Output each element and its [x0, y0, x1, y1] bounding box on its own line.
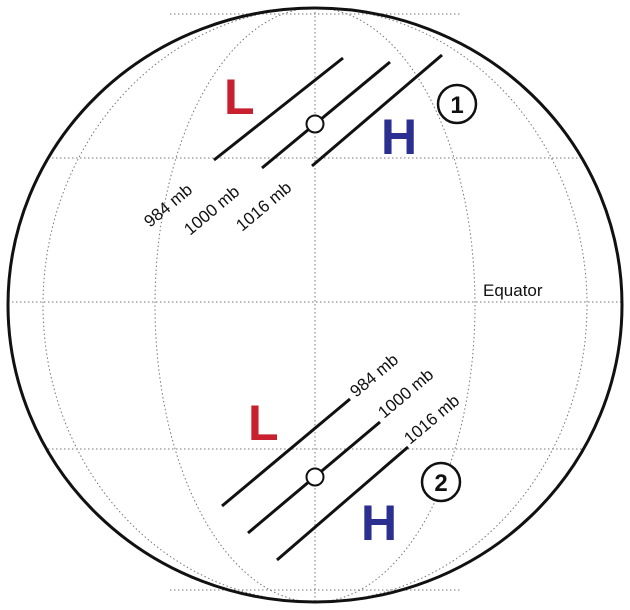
panel-marker-circle-2	[420, 461, 462, 503]
panel-1: 984 mb 1000 mb 1016 mb L H 1	[140, 53, 478, 239]
equator-label: Equator	[483, 281, 543, 300]
isobar-984-line-2	[221, 397, 351, 508]
isobar-label-1016-1: 1016 mb	[232, 178, 295, 235]
panel-2: 984 mb 1000 mb 1016 mb L H 2	[221, 350, 463, 562]
panel-marker-1: 1	[450, 92, 463, 119]
high-pressure-label-1: H	[381, 109, 417, 165]
center-point-1	[305, 114, 325, 134]
panel-marker-circle-1	[436, 83, 478, 125]
isobar-1000-line-1	[261, 60, 391, 170]
high-pressure-label-2: H	[361, 495, 397, 551]
globe-outline	[6, 6, 624, 604]
isobar-1016-line-1	[311, 53, 443, 168]
graticule	[8, 7, 622, 603]
low-pressure-label-1: L	[224, 69, 255, 125]
panel-marker-2: 2	[434, 470, 447, 497]
low-pressure-label-2: L	[248, 395, 279, 451]
isobar-984-line-1	[213, 56, 344, 162]
center-point-2	[305, 467, 325, 487]
isobar-1016-line-2	[276, 445, 409, 562]
